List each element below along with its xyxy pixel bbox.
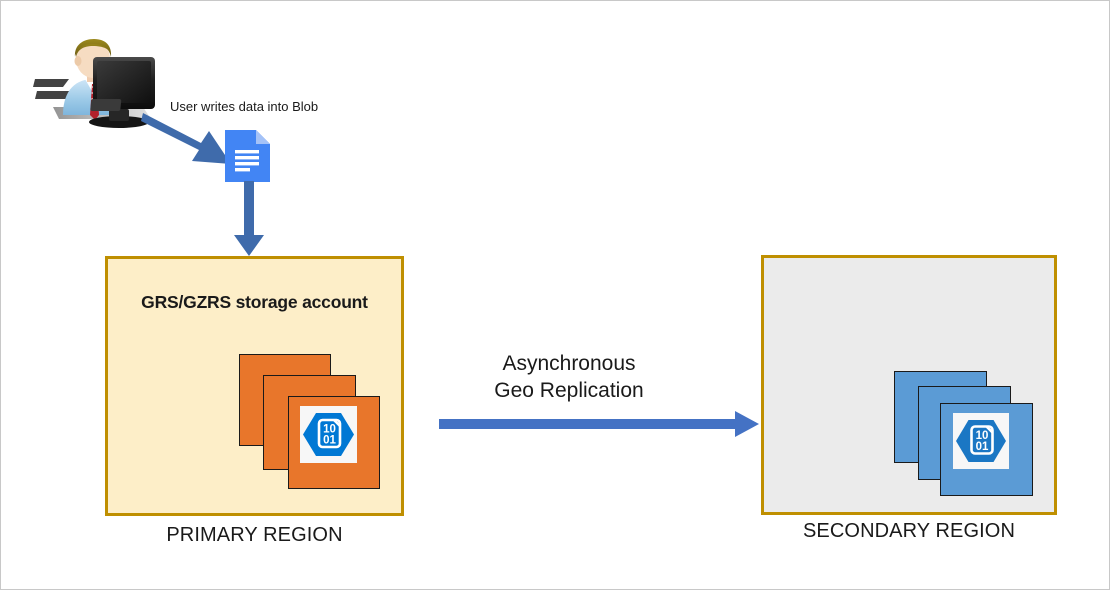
- secondary-azure-blob-storage-icon: 10 01: [953, 413, 1009, 469]
- primary-blob-digits-top: 10: [323, 424, 336, 436]
- replication-arrow-icon: [439, 411, 759, 437]
- blob-document-icon: [223, 128, 272, 184]
- primary-region-caption: PRIMARY REGION: [166, 524, 343, 546]
- storage-account-title: GRS/GZRS storage account: [141, 292, 368, 312]
- secondary-region-caption: SECONDARY REGION: [802, 520, 1016, 542]
- replication-label-line1: Asynchronous: [502, 352, 636, 375]
- primary-blob-digits-bottom: 01: [323, 435, 336, 447]
- person-at-computer-icon: [33, 27, 161, 135]
- replication-label: Asynchronous Geo Replication: [444, 350, 694, 404]
- replication-label-line2: Geo Replication: [494, 379, 644, 402]
- secondary-blob-digits-bottom: 01: [976, 441, 989, 453]
- diagonal-arrow-down-right-icon: [139, 109, 235, 171]
- secondary-blob-digits-top: 10: [976, 430, 989, 442]
- user-writes-label: User writes data into Blob: [170, 99, 319, 114]
- primary-azure-blob-storage-icon: 10 01: [300, 406, 357, 463]
- vertical-arrow-down-icon: [233, 181, 265, 257]
